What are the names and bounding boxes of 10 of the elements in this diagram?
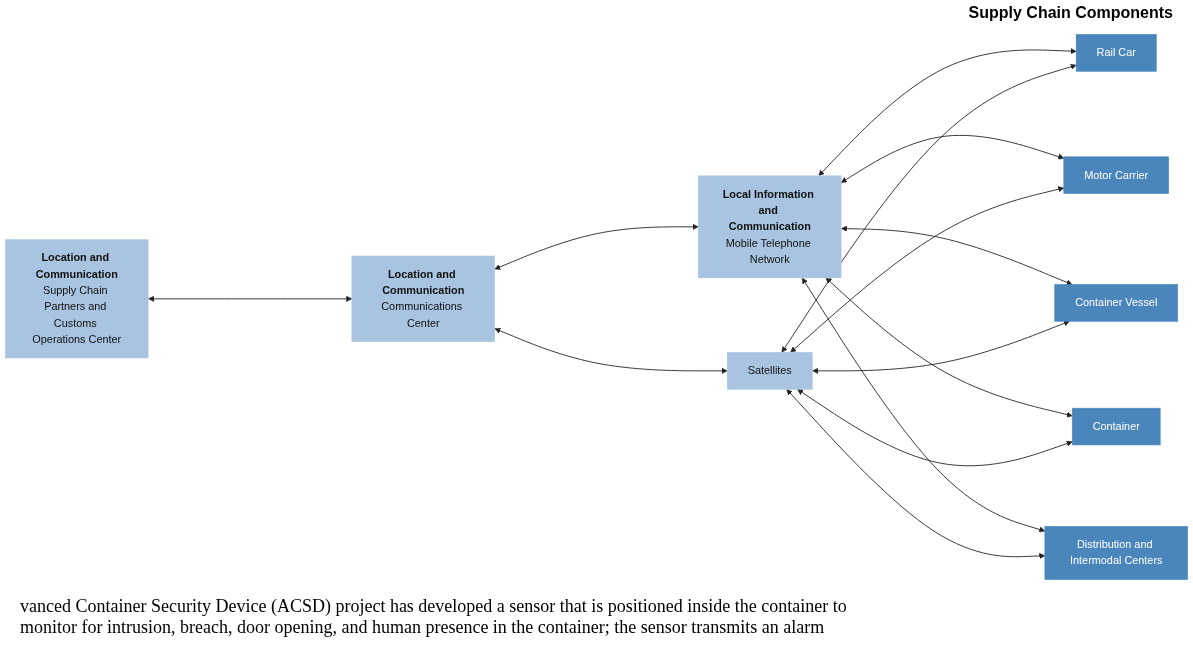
node-box: Location and Communication Communications Center: [351, 255, 495, 342]
node-box: Location and Communication Supply Chain Partners and Customs Operations Center: [5, 239, 149, 359]
node-box: Satellites: [726, 352, 813, 390]
body-paragraph: vanced Container Security Device (ACSD) project has developed a sensor that is positioned inside the container to monitor for intrusion, breach, door opening, and human presence in the container; the sensor transmits an alarm: [19, 595, 848, 639]
node-box: Local Information and Communication Mobile Telephone Network: [698, 175, 842, 279]
node-box: Container Vessel: [1054, 284, 1179, 322]
node-box: Distribution and Intermodal Centers: [1044, 526, 1188, 580]
node-box: Container: [1071, 407, 1161, 446]
node-box: Motor Carrier: [1063, 156, 1169, 194]
node-box: Rail Car: [1075, 34, 1157, 72]
